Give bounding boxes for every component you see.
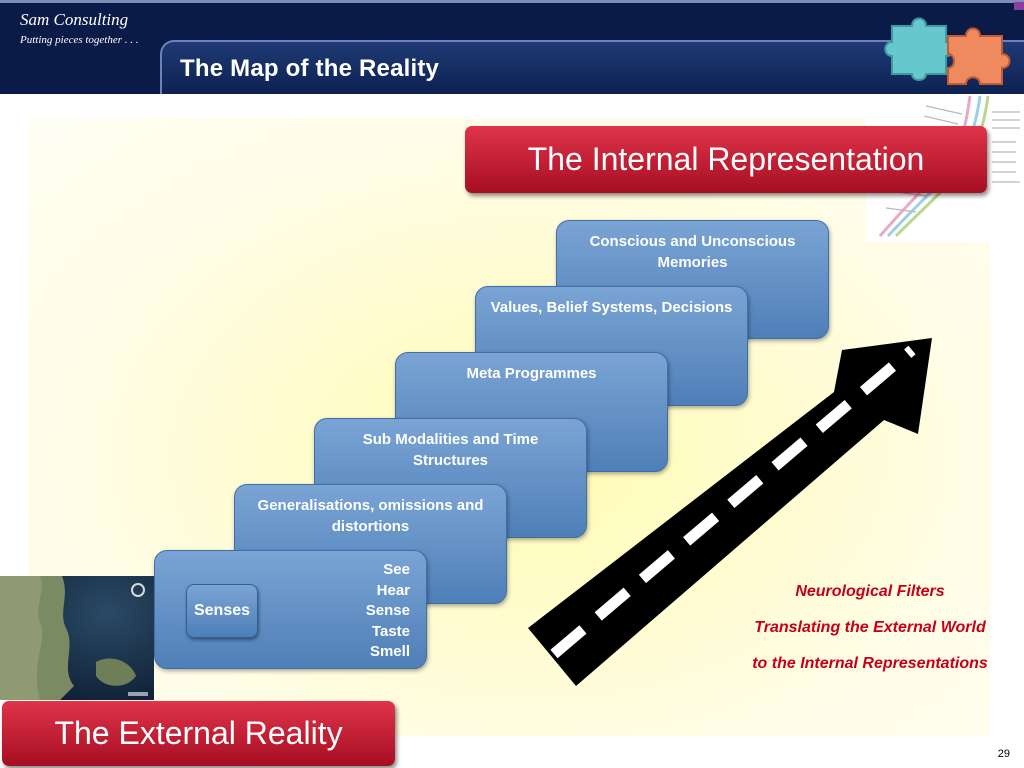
sense-item: See (383, 561, 410, 578)
senses-label-box: Senses (186, 584, 258, 638)
header-top-line (0, 0, 1024, 3)
page-title: The Map of the Reality (180, 55, 440, 82)
sense-item: Hear (376, 581, 410, 599)
internal-representation-title: The Internal Representation (465, 126, 987, 193)
filter-step-label: Meta Programmes (466, 365, 597, 382)
sense-item: Sense (365, 602, 410, 619)
filter-step-label: Values, Belief Systems, Decisions (490, 299, 733, 316)
filter-step-label: Sub Modalities and Time Structures (362, 431, 539, 469)
filter-step-label: Conscious and Unconscious Memories (589, 233, 796, 271)
page-number: 29 (997, 748, 1010, 760)
brand-tagline: Putting pieces together . . . (20, 34, 139, 46)
caption-line: Translating the External World (754, 619, 986, 636)
brand-name: Sam Consulting (20, 10, 129, 29)
external-reality-title: The External Reality (2, 701, 395, 766)
sense-item: Taste (371, 622, 410, 640)
senses-list: See Hear Sense Taste Smell (300, 560, 410, 663)
caption-line: Neurological Filters (795, 583, 945, 600)
sense-item: Smell (369, 643, 410, 660)
satellite-image (0, 576, 154, 700)
neurological-filters-caption: Neurological Filters Translating the Ext… (716, 574, 1024, 682)
road-arrow-icon (528, 338, 932, 686)
title-bar (160, 40, 1024, 94)
caption-line: to the Internal Representations (752, 655, 988, 672)
puzzle-pieces-icon (884, 2, 1024, 85)
filter-step-label: Generalisations, omissions and distortio… (257, 497, 484, 535)
